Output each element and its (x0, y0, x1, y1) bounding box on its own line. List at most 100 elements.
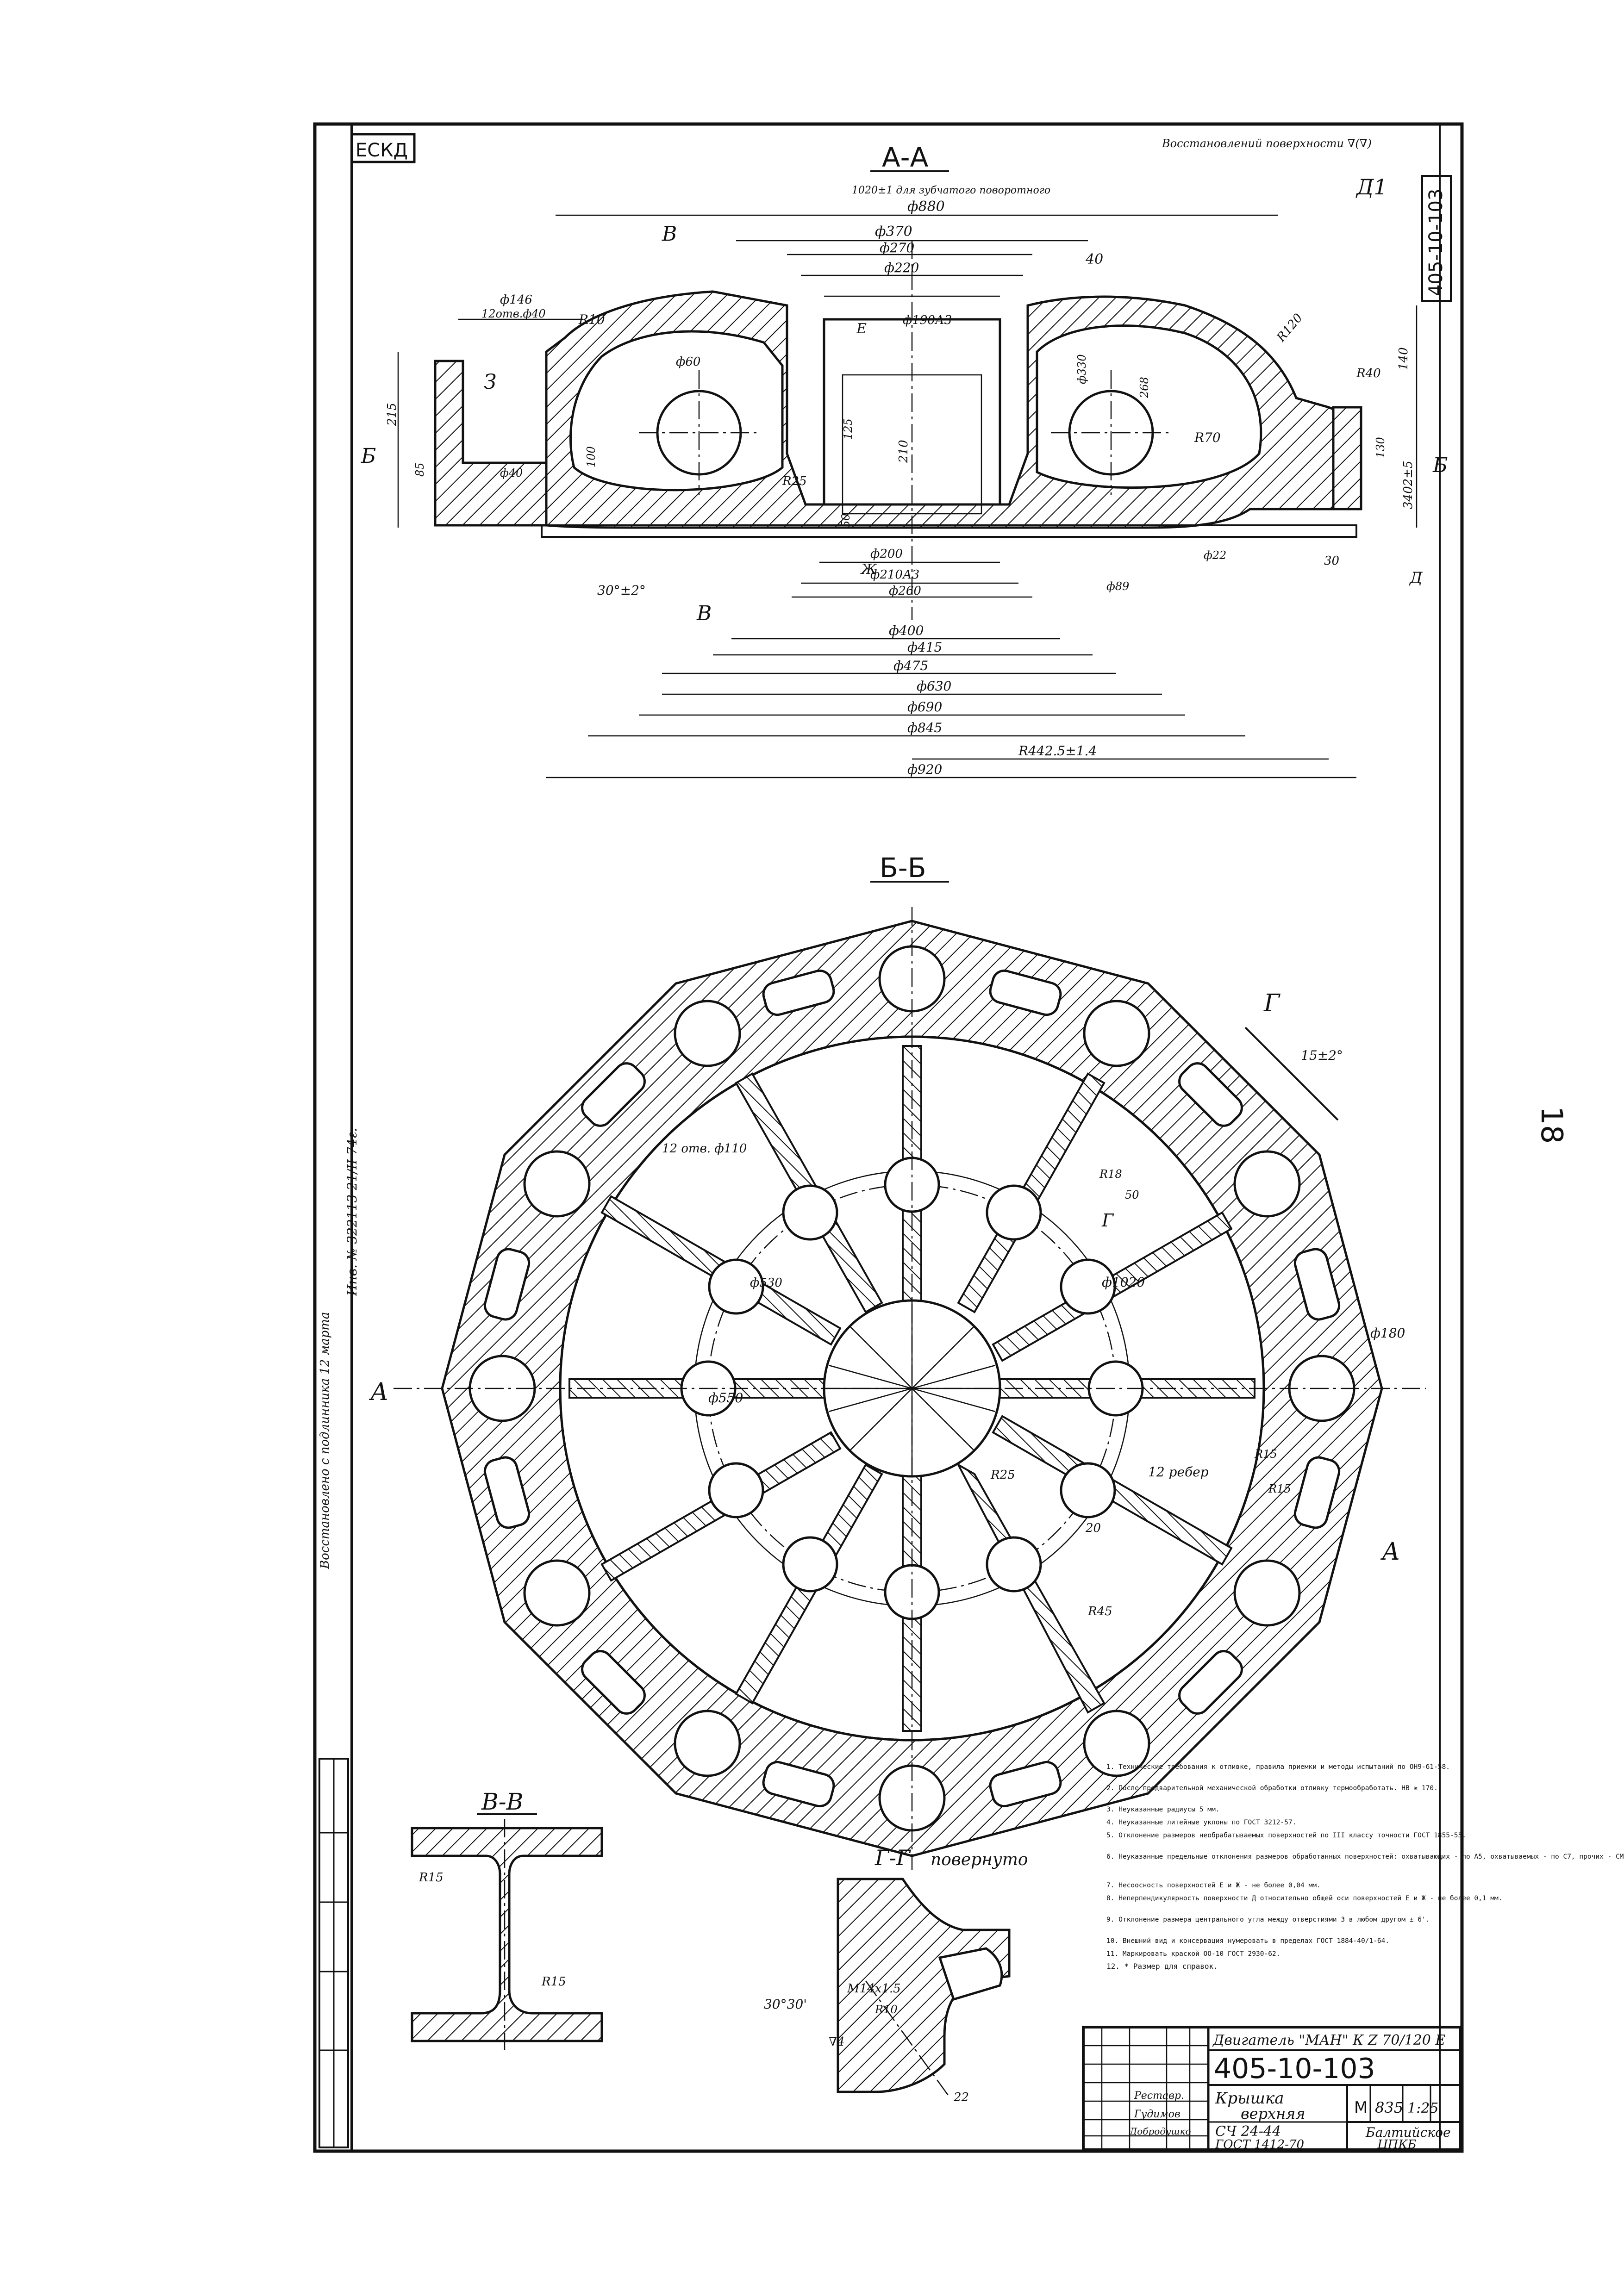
note-11: 11. Маркировать краской ОО-10 ГОСТ 2930-… (1106, 1950, 1280, 1958)
dim-f370: ф370 (875, 224, 912, 240)
dim-f400: ф400 (889, 623, 924, 638)
tb-org-1: Балтийское (1365, 2125, 1451, 2140)
restored-note: Восстановлено с подлинника 12 марта (318, 1312, 332, 1569)
bb-label-15deg: 15±2° (1301, 1048, 1343, 1063)
dim-f40: ф40 (500, 467, 523, 479)
section-aa-title: А-А (882, 142, 929, 173)
dim-f415: ф415 (907, 640, 942, 655)
vv-label-r15-bottom: R15 (541, 1975, 566, 1989)
bb-cut-label-a-right: А (1380, 1538, 1400, 1566)
dim-3402: 3402±5 (1401, 461, 1415, 510)
tb-lit: М (1354, 2098, 1368, 2117)
section-vv-title: В-В (481, 1788, 523, 1815)
dim-f22: ф22 (1204, 549, 1226, 562)
bb-label-f530: ф530 (750, 1276, 782, 1290)
section-gg-profile (837, 1878, 1011, 2093)
standard-tag: ЕСКД (356, 140, 408, 161)
note-3: 3. Неуказанные радиусы 5 мм. (1106, 1806, 1219, 1813)
bb-cut-label-g: Г (1263, 989, 1280, 1017)
tb-signer-1: Реставр. (1134, 2090, 1184, 2102)
dim-140: 140 (1397, 347, 1411, 370)
tb-signer-3: Добродушко (1129, 2126, 1191, 2137)
dim-f210a3: ф210А3 (870, 568, 919, 582)
bb-label-20: 20 (1085, 1521, 1101, 1535)
dim-f60: ф60 (676, 355, 700, 369)
bb-label-r15-b: R15 (1268, 1482, 1291, 1495)
dim-holes-f40: 12отв.ф40 (481, 307, 546, 320)
dim-f270: ф270 (880, 240, 914, 255)
dim-125: 125 (842, 418, 855, 440)
tb-code: 405-10-103 (1214, 2053, 1375, 2085)
sheet-frame (313, 122, 1464, 2153)
cut-label-v-top: В (662, 222, 677, 246)
sheet-label: Д1 (1355, 174, 1387, 199)
dim-30deg-left: 30°±2° (597, 583, 646, 598)
section-gg-title: Г-Г (874, 1845, 911, 1870)
cut-label-e: Е (856, 321, 867, 337)
archive-note: Инв. № 322113 21/II 74г. (344, 1128, 360, 1296)
section-bb: Б-Б (369, 852, 1426, 1870)
note-7: 7. Несоосность поверхностей Е и Ж - не б… (1106, 1882, 1321, 1889)
dim-f260: ф260 (889, 584, 921, 598)
dim-85: 85 (413, 462, 426, 477)
dim-50: 50 (839, 513, 852, 528)
note-2: 2. После предварительной механической об… (1106, 1785, 1438, 1792)
note-1: 1. Технические требования к отливке, пра… (1106, 1763, 1450, 1771)
gg-label-roughness: ∇4 (829, 2035, 845, 2049)
section-bb-title: Б-Б (880, 852, 926, 884)
cut-label-b-left: Б (361, 444, 376, 468)
cut-label-d: Д (1409, 569, 1423, 587)
page-number: 18 (1534, 1106, 1568, 1144)
note-5: 5. Отклонение размеров необрабатываемых … (1106, 1832, 1466, 1839)
section-vv: В-В R15 R15 (411, 1788, 603, 2050)
dim-f220: ф220 (884, 260, 919, 275)
dim-f200: ф200 (870, 547, 903, 561)
archive-stamp-table (319, 1758, 349, 2148)
dim-f845: ф845 (907, 720, 942, 735)
title-block: Двигатель "МАН" К Z 70/120 Е 405-10-103 … (1082, 2026, 1462, 2152)
gg-label-thread: М14х1.5 (847, 1982, 901, 1996)
bb-label-f180: ф180 (1370, 1325, 1405, 1341)
dim-100: 100 (585, 446, 598, 467)
section-aa-left-flange (434, 360, 548, 527)
dim-r10-top: R10 (578, 312, 605, 327)
cut-label-b-right: Б (1432, 454, 1448, 477)
section-gg: Г-Г повернуто 30°30' М14х1.5 R10 ∇4 22 (764, 1845, 1028, 2104)
dim-r442: R442.5±1.4 (1018, 743, 1097, 759)
bb-label-12holes: 12 отв. ф110 (662, 1142, 747, 1156)
dim-f146: ф146 (500, 293, 532, 307)
dim-f880: ф880 (907, 199, 945, 215)
gg-label-angle: 30°30' (764, 1997, 807, 2012)
bb-cut-label-a-left: А (369, 1378, 388, 1406)
note-4: 4. Неуказанные литейные уклоны по ГОСТ 3… (1106, 1819, 1296, 1826)
bb-cut-label-g-small: Г (1101, 1210, 1114, 1231)
dim-f690: ф690 (907, 699, 942, 715)
note-6: 6. Неуказанные предельные отклонения раз… (1106, 1853, 1624, 1860)
dim-f475: ф475 (893, 658, 928, 673)
note-9: 9. Отклонение размера центрального угла … (1106, 1916, 1430, 1923)
dim-30: 30 (1324, 554, 1339, 568)
tb-mass: 835 (1375, 2099, 1403, 2116)
side-code: 405-10-103 (1425, 189, 1447, 296)
section-aa-right-flange (1332, 406, 1362, 510)
bb-label-f1020: ф1020 (1102, 1275, 1145, 1290)
dim-f330: ф330 (1075, 354, 1088, 384)
bb-label-r45: R45 (1087, 1605, 1112, 1618)
dim-r70: R70 (1194, 430, 1221, 445)
technical-notes: 1. Технические требования к отливке, пра… (1106, 1763, 1624, 1971)
tb-name-1: Крышка (1215, 2089, 1284, 2108)
section-aa-tolerance: 1020±1 для зубчатого поворотного (852, 185, 1050, 196)
section-aa-dimension-lines (397, 214, 1418, 778)
section-vv-profile (411, 1827, 603, 2042)
bb-label-f550: ф550 (708, 1390, 743, 1406)
bb-label-12ribs: 12 ребер (1148, 1464, 1209, 1480)
bb-label-r25: R25 (990, 1468, 1015, 1482)
gg-label-22: 22 (953, 2091, 969, 2104)
dim-r25: R25 (782, 474, 807, 488)
tb-scale: 1:25 (1407, 2100, 1438, 2116)
dim-40: 40 (1085, 251, 1103, 268)
dim-f920: ф920 (907, 762, 942, 777)
section-aa: А-А 1020±1 для зубчатого поворотного (361, 142, 1448, 778)
cut-label-v-bottom: В (696, 602, 712, 625)
